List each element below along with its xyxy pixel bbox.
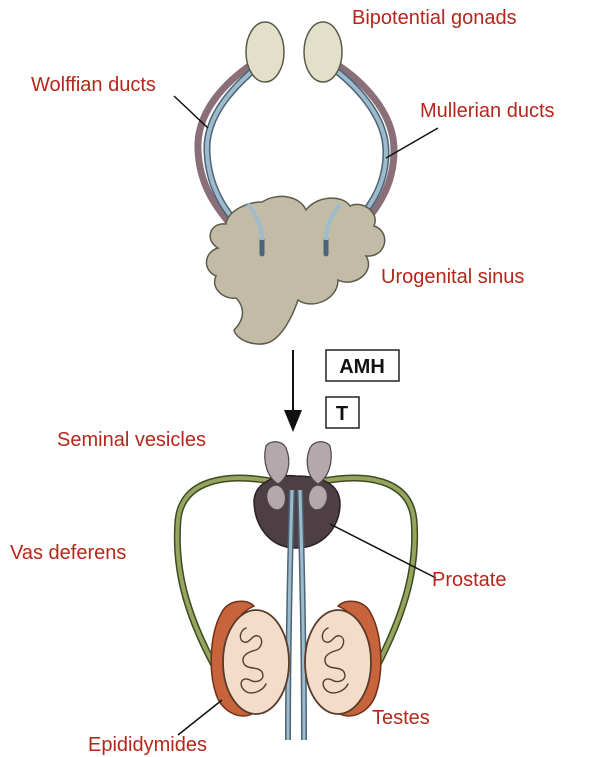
label-vas-deferens: Vas deferens (10, 542, 126, 564)
label-urogenital-sinus: Urogenital sinus (381, 266, 524, 288)
gonad-right (304, 22, 342, 82)
testis-left (223, 610, 289, 714)
male-stage (177, 442, 436, 740)
label-wolffian-ducts: Wolffian ducts (31, 74, 156, 96)
label-seminal-vesicles: Seminal vesicles (57, 429, 206, 451)
label-prostate: Prostate (432, 569, 506, 591)
hormone-box-t: T (326, 397, 359, 428)
label-mullerian-ducts: Mullerian ducts (420, 100, 555, 122)
hormone-box-amh: AMH (326, 350, 399, 381)
urogenital-sinus (206, 196, 384, 344)
seminal-vesicle-left (265, 442, 289, 510)
prostate-leader-line (330, 524, 436, 578)
indifferent-stage (174, 22, 438, 344)
label-bipotential-gonads: Bipotential gonads (352, 7, 517, 29)
hormone-label-amh: AMH (339, 356, 385, 378)
gonad-left (246, 22, 284, 82)
label-testes: Testes (372, 707, 430, 729)
testis-right (305, 610, 371, 714)
prostate (254, 476, 340, 548)
transition-arrow (284, 350, 302, 432)
hormone-label-t: T (336, 403, 348, 425)
epididymis-leader-line (178, 700, 222, 735)
label-epididymides: Epididymides (88, 734, 207, 756)
